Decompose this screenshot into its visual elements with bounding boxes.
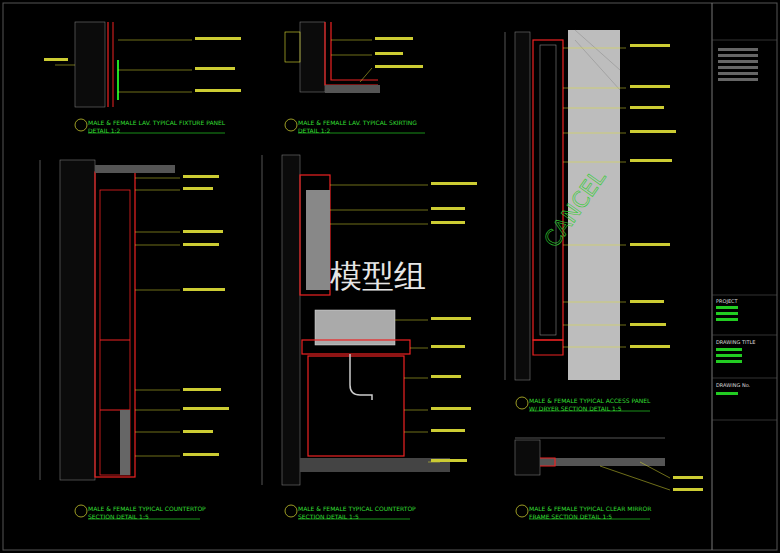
- detail-title: MALE & FEMALE LAV. TYPICAL FIXTURE PANEL…: [88, 119, 233, 134]
- detail-title: MALE & FEMALE LAV. TYPICAL SKIRTING DETA…: [298, 119, 438, 134]
- detail-title: MALE & FEMALE TYPICAL CLEAR MIRROR FRAME…: [529, 505, 664, 520]
- detail-title: MALE & FEMALE TYPICAL ACCESS PANEL W/ DR…: [529, 397, 659, 412]
- detail-title: MALE & FEMALE TYPICAL COUNTERTOP SECTION…: [298, 505, 423, 520]
- title-block-label: DRAWING No.: [716, 382, 776, 388]
- watermark: 模型组: [330, 256, 460, 296]
- title-block-label: PROJECT: [716, 298, 776, 304]
- detail-title: MALE & FEMALE TYPICAL COUNTERTOP SECTION…: [88, 505, 213, 520]
- title-block-label: DRAWING TITLE: [716, 339, 776, 345]
